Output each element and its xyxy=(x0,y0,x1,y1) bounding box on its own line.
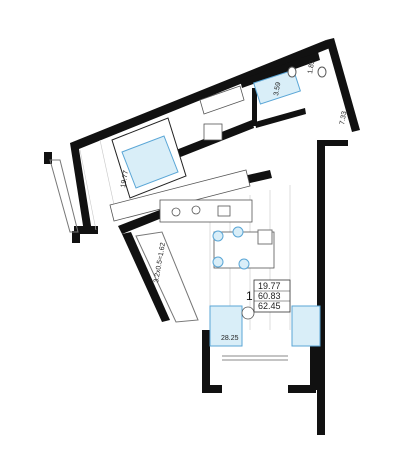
balcony xyxy=(49,159,199,323)
walls xyxy=(44,38,360,435)
bed xyxy=(111,117,187,199)
armchairs xyxy=(209,305,321,347)
bedroom-area: 19.77 xyxy=(120,170,130,189)
balcony-area: 3.2x0.5=1.62 xyxy=(153,242,167,283)
apartment-number: 1 xyxy=(246,289,253,303)
kitchen-counter xyxy=(109,169,253,223)
hall-area: 7.33 xyxy=(339,111,348,126)
wardrobe xyxy=(199,85,245,141)
total-area: 60.83 xyxy=(258,291,281,301)
window-bottom xyxy=(222,355,288,361)
bathtub xyxy=(252,66,327,105)
total-area-with-balcony: 62.45 xyxy=(258,301,281,311)
living-area-total: 19.77 xyxy=(258,281,281,291)
wc-area: 1.89 xyxy=(307,60,316,75)
living-kitchen-area: 28.25 xyxy=(221,335,239,342)
bathroom-area: 3.59 xyxy=(273,82,282,97)
dining-table xyxy=(212,226,275,270)
area-summary: 1 19.77 60.83 62.45 xyxy=(246,279,291,313)
